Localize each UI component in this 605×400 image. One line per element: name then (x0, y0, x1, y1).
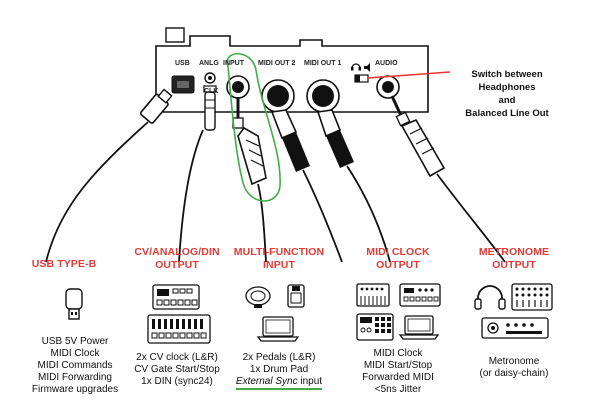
pedal-icon (287, 284, 305, 308)
usb-typeb-title: USB TYPE-B (14, 258, 114, 270)
input-cable (232, 97, 267, 263)
clk-cable (178, 85, 217, 263)
external-sync-underline: External Sync input (235, 376, 323, 390)
groovebox-icon (399, 283, 441, 307)
switch-note-line: Headphones (478, 82, 536, 93)
external-sync-text: External Sync (235, 376, 298, 387)
headphone-small-icon-l (351, 67, 354, 71)
headphones-icon (474, 285, 506, 310)
audio-cable (390, 95, 506, 263)
sequencer-icon (147, 314, 211, 344)
input-highlight-loop (226, 53, 281, 202)
laptop-icon-2 (398, 315, 440, 340)
desc-line: <5ns Jitter (374, 384, 422, 395)
desc-line: (or daisy-chain) (479, 368, 549, 379)
column-title-line: OUTPUT (492, 259, 536, 271)
desc-line: Metronome (488, 356, 540, 367)
column-title-line: USB TYPE-B (31, 258, 97, 270)
desc-line: MIDI Clock (373, 348, 423, 359)
desc-line: MIDI Forwarding (38, 372, 112, 383)
device-body (155, 35, 429, 113)
desc-line: CV Gate Start/Stop (134, 364, 220, 375)
desc-line: Firmware upgrades (31, 384, 119, 395)
metronome-output-desc: Metronome (or daisy-chain) (462, 356, 566, 380)
midi-out-1-label: MIDI OUT 1 (304, 60, 342, 67)
desc-line: 1x Drum Pad (249, 364, 309, 375)
multi-function-input-desc: 2x Pedals (L&R) 1x Drum Pad External Syn… (222, 352, 336, 390)
switch-note: Switch between Headphones and Balanced L… (452, 68, 562, 120)
headphone-small-icon-r (358, 67, 361, 71)
usb-port-inner (177, 81, 189, 88)
desc-line: 1x DIN (sync24) (141, 376, 213, 387)
desc-line-underlined: External Sync input (222, 376, 336, 390)
device-tab (165, 27, 185, 43)
input-jack-hole (232, 81, 244, 93)
input-text: input (297, 376, 323, 387)
usb-typeb-desc: USB 5V Power MIDI Clock MIDI Commands MI… (14, 336, 136, 396)
clk-port-label: CLK (204, 88, 219, 95)
output-switch-knob (355, 75, 360, 82)
column-title-line: METRONOME (478, 246, 550, 258)
column-title-line: OUTPUT (376, 259, 420, 271)
drum-machine-icon (152, 284, 200, 310)
column-title-line: MIDI CLOCK (366, 246, 430, 258)
midi-1-cable (316, 109, 391, 263)
audio-port-label: AUDIO (375, 60, 398, 67)
midi-out-2-label: MIDI OUT 2 (258, 60, 296, 67)
mpc-icon (356, 313, 394, 341)
switch-note-line: and (498, 95, 516, 106)
desc-line: 2x Pedals (L&R) (242, 352, 316, 363)
desc-line: MIDI Commands (37, 360, 113, 371)
midi-out-2-inner (267, 85, 289, 107)
column-title-line: INPUT (263, 259, 295, 271)
midi-clock-output-desc: MIDI Clock MIDI Start/Stop Forwarded MID… (346, 348, 450, 396)
column-title-line: CV/ANALOG/DIN (134, 246, 220, 258)
desc-line: 2x CV clock (L&R) (136, 352, 218, 363)
speaker-small-icon (364, 63, 370, 72)
audio-jack-hole (382, 81, 394, 93)
column-title-line: OUTPUT (155, 259, 199, 271)
desc-line: Forwarded MIDI (362, 372, 434, 383)
metronome-output-title: METRONOME OUTPUT (462, 246, 566, 272)
laptop-icon (256, 316, 300, 342)
synth-keyboard-icon (356, 283, 390, 307)
usb-cable (45, 88, 173, 263)
midi-out-1-inner (312, 85, 334, 107)
column-title-line: MULTI-FUNCTION (233, 246, 325, 258)
multi-function-input-title: MULTI-FUNCTION INPUT (224, 246, 334, 272)
switch-pointer-line (367, 71, 451, 79)
midi-clock-output-title: MIDI CLOCK OUTPUT (346, 246, 450, 272)
cv-output-desc: 2x CV clock (L&R) CV Gate Start/Stop 1x … (120, 352, 234, 388)
desc-line: MIDI Clock (50, 348, 100, 359)
clk-jack-hole (208, 76, 212, 80)
drum-pad-icon (245, 286, 271, 308)
input-port-label: INPUT (223, 60, 244, 67)
headphone-small-icon (351, 63, 361, 69)
switch-note-line: Switch between (471, 69, 543, 80)
usb-stick-icon (65, 288, 83, 320)
midi-2-cable (270, 109, 343, 263)
desc-line: MIDI Start/Stop (363, 360, 433, 371)
desc-line: USB 5V Power (41, 336, 109, 347)
cv-output-title: CV/ANALOG/DIN OUTPUT (122, 246, 232, 272)
usb-port-label: USB (175, 60, 190, 67)
anlg-port-label: ANLG (199, 60, 219, 67)
switch-note-line: Balanced Line Out (465, 108, 549, 119)
mixer-icon (511, 283, 553, 311)
amplifier-icon (481, 317, 549, 339)
